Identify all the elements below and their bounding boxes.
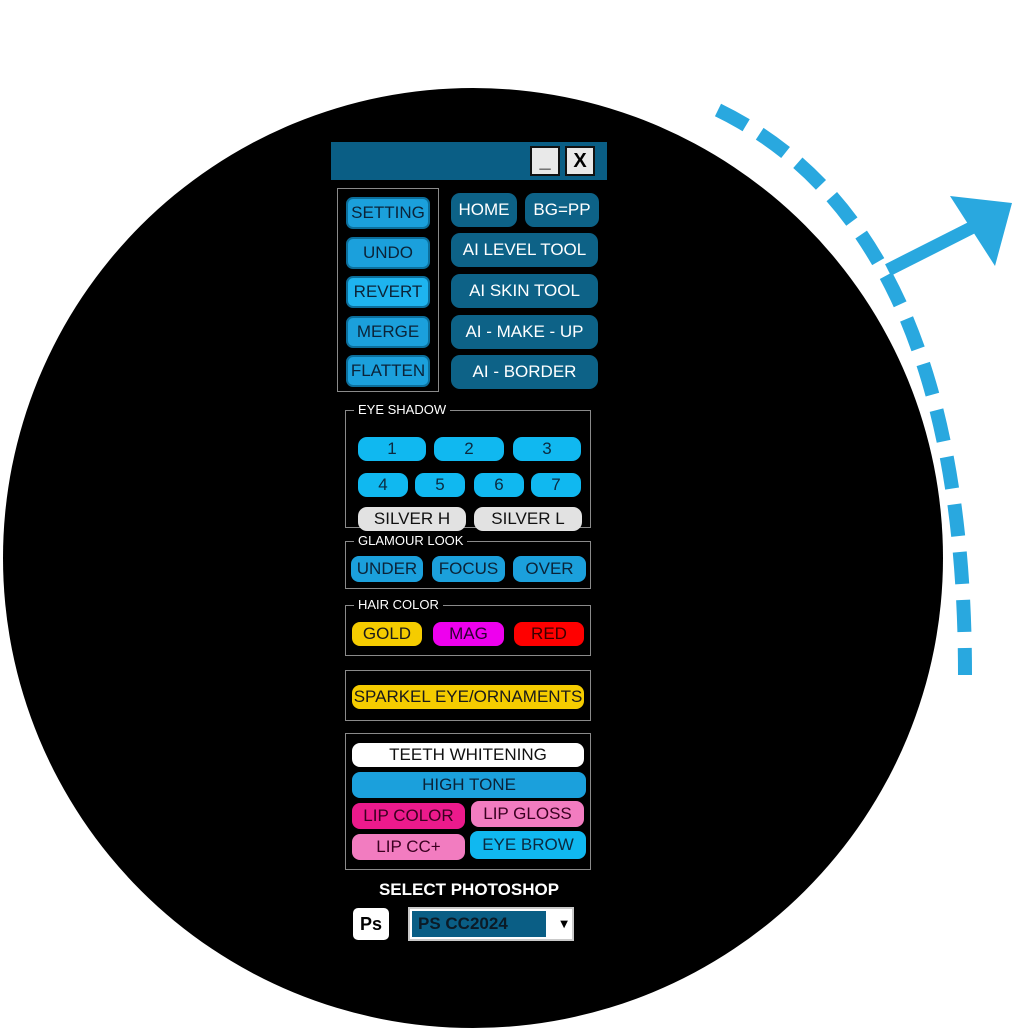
photoshop-icon: Ps (353, 908, 389, 940)
minimize-button[interactable]: _ (530, 146, 560, 176)
eye-shadow-frame: EYE SHADOW 1 2 3 4 5 6 7 SILVER H SILVER… (345, 402, 591, 531)
eye-shadow-2-button[interactable]: 2 (434, 437, 504, 461)
left-tools-group: SETTING UNDO REVERT MERGE FLATTEN (337, 188, 439, 392)
photoshop-version-value: PS CC2024 (412, 911, 546, 937)
glamour-focus-button[interactable]: FOCUS (432, 556, 505, 582)
eye-shadow-3-button[interactable]: 3 (513, 437, 581, 461)
high-tone-button[interactable]: HIGH TONE (352, 772, 586, 798)
hair-color-title: HAIR COLOR (354, 597, 443, 612)
close-button[interactable]: X (565, 146, 595, 176)
revert-button[interactable]: REVERT (346, 276, 430, 308)
silver-h-button[interactable]: SILVER H (358, 507, 466, 531)
select-photoshop-label: SELECT PHOTOSHOP (378, 880, 560, 899)
lip-cc-button[interactable]: LIP CC+ (352, 834, 465, 860)
undo-button[interactable]: UNDO (346, 237, 430, 269)
eye-shadow-5-button[interactable]: 5 (415, 473, 465, 497)
hair-color-frame: HAIR COLOR GOLD MAG RED (345, 597, 591, 656)
chevron-down-icon[interactable]: ▼ (560, 919, 568, 930)
ai-border-button[interactable]: AI - BORDER (451, 355, 598, 389)
eye-shadow-1-button[interactable]: 1 (358, 437, 426, 461)
sparkel-eye-ornaments-button[interactable]: SPARKEL EYE/ORNAMENTS (352, 685, 584, 709)
face-tools-frame: TEETH WHITENING HIGH TONE LIP COLOR LIP … (345, 733, 591, 870)
lip-gloss-button[interactable]: LIP GLOSS (471, 801, 584, 827)
merge-button[interactable]: MERGE (346, 316, 430, 348)
hair-red-button[interactable]: RED (514, 622, 584, 646)
hair-mag-button[interactable]: MAG (433, 622, 504, 646)
eye-shadow-7-button[interactable]: 7 (531, 473, 581, 497)
home-button[interactable]: HOME (451, 193, 517, 227)
silver-l-button[interactable]: SILVER L (474, 507, 582, 531)
eye-shadow-4-button[interactable]: 4 (358, 473, 408, 497)
sparkel-frame: SPARKEL EYE/ORNAMENTS (345, 670, 591, 721)
lip-color-button[interactable]: LIP COLOR (352, 803, 465, 829)
ai-level-tool-button[interactable]: AI LEVEL TOOL (451, 233, 598, 267)
photoshop-version-select[interactable]: PS CC2024 ▼ (408, 907, 574, 941)
eye-shadow-6-button[interactable]: 6 (474, 473, 524, 497)
setting-button[interactable]: SETTING (346, 197, 430, 229)
plugin-panel: _ X SETTING UNDO REVERT MERGE FLATTEN HO… (331, 142, 607, 942)
glamour-under-button[interactable]: UNDER (351, 556, 423, 582)
hair-gold-button[interactable]: GOLD (352, 622, 422, 646)
ai-skin-tool-button[interactable]: AI SKIN TOOL (451, 274, 598, 308)
glamour-look-title: GLAMOUR LOOK (354, 533, 468, 548)
title-bar: _ X (331, 142, 607, 180)
glamour-over-button[interactable]: OVER (513, 556, 586, 582)
glamour-look-frame: GLAMOUR LOOK UNDER FOCUS OVER (345, 533, 591, 589)
flatten-button[interactable]: FLATTEN (346, 355, 430, 387)
ai-makeup-button[interactable]: AI - MAKE - UP (451, 315, 598, 349)
bg-pp-button[interactable]: BG=PP (525, 193, 599, 227)
eye-brow-button[interactable]: EYE BROW (470, 831, 586, 859)
eye-shadow-group: EYE SHADOW 1 2 3 4 5 6 7 SILVER H SILVER… (337, 398, 599, 656)
teeth-whitening-button[interactable]: TEETH WHITENING (352, 743, 584, 767)
eye-shadow-title: EYE SHADOW (354, 402, 451, 417)
